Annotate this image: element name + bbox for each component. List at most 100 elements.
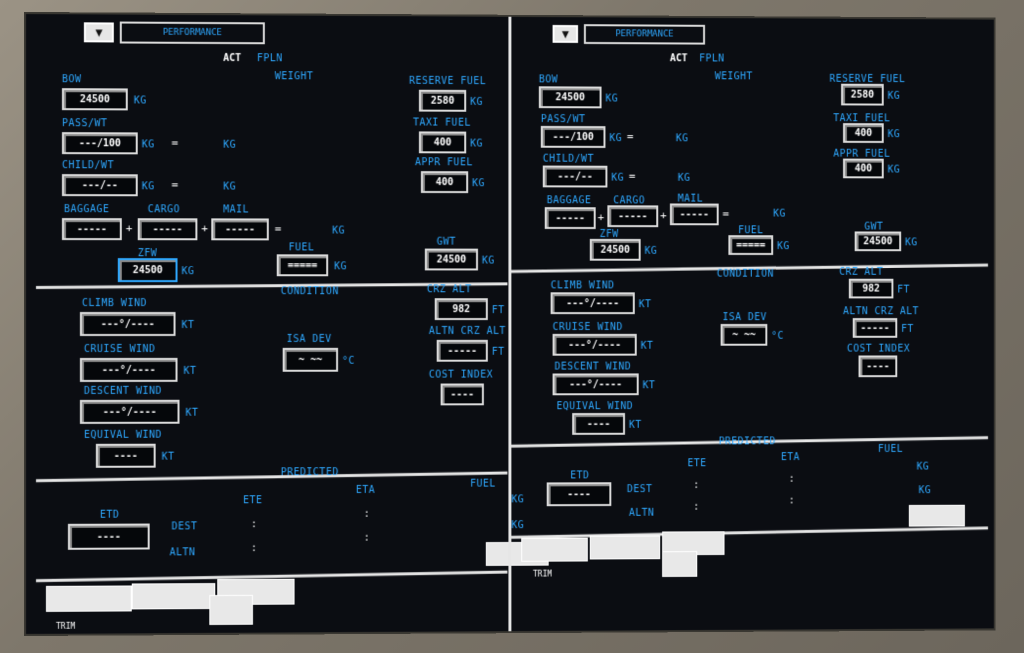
gwt-field[interactable]: 24500 (425, 249, 478, 271)
equival-wind-field[interactable]: ---- (96, 444, 156, 468)
eta-column-label-2: ETA (781, 452, 800, 463)
cruise-wind-field-2[interactable]: ---°/---- (553, 334, 637, 356)
menu-dropdown-button-2[interactable]: ▼ (553, 25, 578, 43)
softkey-2[interactable] (132, 583, 216, 609)
cargo-label: CARGO (148, 204, 180, 215)
child-label: CHILD/WT (62, 160, 114, 171)
fuel-unit: KG (334, 261, 347, 272)
fuel-field-2[interactable]: ===== (728, 235, 773, 255)
plus-sign-1: + (126, 222, 133, 235)
cargo-field[interactable]: ----- (138, 218, 198, 240)
pass-field-2[interactable]: ---/100 (541, 126, 606, 148)
taxi-fuel-unit: KG (470, 139, 483, 150)
cruise-wind-label-2: CRUISE WIND (553, 322, 623, 333)
fuel-column-label: FUEL (470, 479, 496, 490)
appr-fuel-field[interactable]: 400 (421, 171, 468, 193)
pass-field[interactable]: ---/100 (62, 132, 138, 154)
crz-alt-field-2[interactable]: 982 (849, 279, 894, 299)
mail-field-2[interactable]: ----- (670, 203, 719, 225)
climb-wind-unit: KT (181, 320, 194, 331)
bow-field-2[interactable]: 24500 (539, 86, 602, 108)
gwt-unit: KG (482, 256, 495, 267)
child-equals: = (172, 178, 179, 191)
descent-wind-field[interactable]: ---°/---- (80, 400, 180, 424)
descent-wind-label: DESCENT WIND (84, 386, 162, 397)
pass-result-unit: KG (223, 140, 236, 151)
reserve-fuel-field-2[interactable]: 2580 (841, 84, 884, 106)
altn-label: ALTN (170, 547, 196, 558)
reserve-fuel-unit-2: KG (888, 91, 901, 102)
performance-display: ▼ PERFORMANCE ACT FPLN WEIGHT BOW 24500 … (26, 14, 994, 634)
descent-wind-field-2[interactable]: ---°/---- (553, 373, 639, 395)
softkey-1[interactable] (46, 585, 132, 611)
crz-alt-field[interactable]: 982 (435, 298, 488, 320)
tab-act[interactable]: ACT (223, 53, 241, 64)
cost-index-field[interactable]: ---- (441, 383, 484, 405)
climb-wind-label: CLIMB WIND (82, 298, 147, 309)
softkey-trim-box-2[interactable] (662, 551, 697, 577)
cargo-field-2[interactable]: ----- (607, 205, 658, 227)
fuel-field[interactable]: ===== (277, 254, 328, 276)
reserve-fuel-field[interactable]: 2580 (419, 90, 466, 112)
softkey-4[interactable] (521, 538, 588, 562)
taxi-fuel-field[interactable]: 400 (419, 131, 466, 153)
pass-unit: KG (142, 139, 155, 150)
baggage-label: BAGGAGE (64, 204, 110, 215)
zfw-field[interactable]: 24500 (118, 258, 178, 282)
zfw-unit: KG (181, 266, 194, 277)
altn-crz-alt-unit: FT (492, 347, 505, 358)
etd-field[interactable]: ---- (68, 524, 150, 550)
ete-column-label-2: ETE (687, 458, 706, 469)
cruise-wind-unit: KT (183, 366, 196, 377)
gwt-unit-2: KG (905, 237, 918, 248)
isa-dev-field-2[interactable]: ~ ~~ (721, 324, 768, 346)
climb-wind-label-2: CLIMB WIND (551, 280, 615, 291)
isa-dev-unit-2: °C (771, 331, 784, 342)
equival-wind-field-2[interactable]: ---- (572, 413, 625, 435)
pass-unit-2: KG (609, 133, 622, 144)
predicted-section-label: PREDICTED (281, 467, 339, 478)
altn-eta-value: : (364, 533, 370, 544)
altn-crz-alt-field-2[interactable]: ----- (853, 318, 898, 338)
crz-alt-label-2: CRZ ALT (839, 267, 883, 278)
triangle-down-icon: ▼ (95, 25, 102, 39)
tab-fpln-2[interactable]: FPLN (699, 53, 724, 64)
cruise-wind-field[interactable]: ---°/---- (80, 358, 178, 382)
etd-field-2[interactable]: ---- (547, 482, 612, 506)
climb-wind-field-2[interactable]: ---°/---- (551, 292, 635, 314)
altn-ete-value: : (251, 543, 257, 554)
bow-label: BOW (62, 74, 82, 85)
gwt-field-2[interactable]: 24500 (855, 231, 901, 251)
bow-unit: KG (134, 95, 147, 106)
isa-dev-field[interactable]: ~ ~~ (283, 348, 338, 372)
appr-fuel-field-2[interactable]: 400 (843, 159, 884, 179)
bow-field[interactable]: 24500 (62, 88, 128, 110)
etd-label-2: ETD (570, 470, 589, 481)
plus-sign-4: + (660, 209, 666, 222)
cost-index-label-2: COST INDEX (847, 344, 910, 355)
bow-label-2: BOW (539, 74, 558, 85)
child-field-2[interactable]: ---/-- (543, 166, 608, 188)
tab-fpln[interactable]: FPLN (257, 53, 283, 64)
zfw-field-2[interactable]: 24500 (590, 239, 641, 261)
climb-wind-field[interactable]: ---°/---- (80, 312, 176, 336)
softkey-right-2[interactable] (909, 505, 965, 527)
child-field[interactable]: ---/-- (62, 174, 138, 196)
tab-act-2[interactable]: ACT (670, 53, 688, 64)
menu-dropdown-button[interactable]: ▼ (84, 22, 114, 42)
page-title: PERFORMANCE (120, 22, 265, 45)
baggage-field-2[interactable]: ----- (545, 207, 596, 229)
altn-crz-alt-field[interactable]: ----- (437, 340, 488, 362)
cost-index-field-2[interactable]: ---- (859, 355, 898, 377)
mail-field[interactable]: ----- (211, 218, 269, 240)
child-result-unit: KG (223, 182, 236, 193)
softkey-5[interactable] (590, 535, 660, 559)
etd-label: ETD (100, 510, 119, 521)
softkey-trim-box[interactable] (209, 595, 253, 625)
baggage-field[interactable]: ----- (62, 218, 122, 240)
taxi-fuel-field-2[interactable]: 400 (843, 123, 884, 143)
reserve-fuel-label: RESERVE FUEL (409, 76, 486, 87)
crz-alt-label: CRZ ALT (427, 284, 472, 295)
dest-fuel-unit-2: KG (917, 462, 930, 473)
sum-equals-2: = (723, 208, 729, 221)
